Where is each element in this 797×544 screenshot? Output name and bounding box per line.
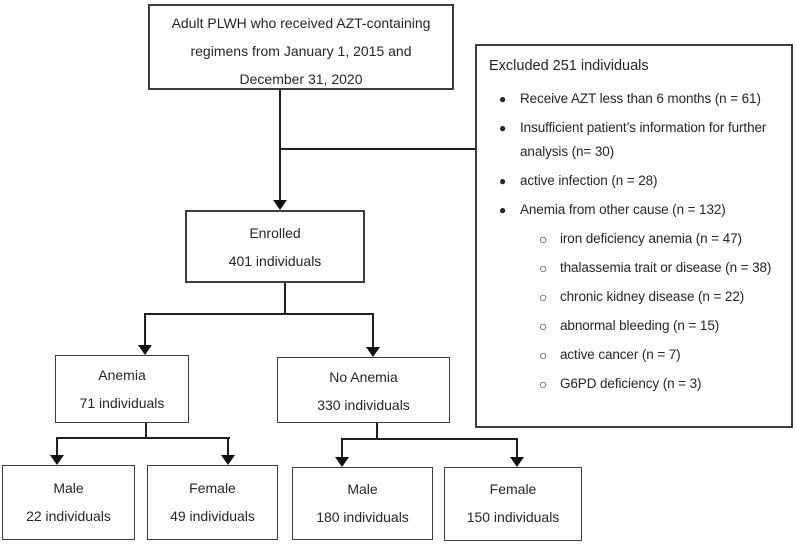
no-anemia-male-count: 180 individuals	[316, 509, 409, 525]
no-anemia-box: No Anemia 330 individuals	[277, 357, 450, 423]
connector-drop-anemia-female	[227, 438, 229, 456]
excluded-item-text: Anemia from other cause (n = 132)	[520, 202, 726, 217]
connector-enrolled-down	[284, 283, 286, 315]
excluded-subitem-text: G6PD deficiency (n = 3)	[560, 376, 702, 391]
no-anemia-female-label: Female	[489, 481, 537, 497]
excluded-subitem: ○ chronic kidney disease (n = 22)	[489, 285, 785, 309]
circle-bullet-icon: ○	[539, 231, 548, 247]
excluded-subitem-text: abnormal bleeding (n = 15)	[560, 318, 720, 333]
circle-bullet-icon: ○	[539, 260, 548, 276]
arrowhead-into-no-anemia-male-icon	[335, 457, 349, 467]
excluded-box: Excluded 251 individuals ● Receive AZT l…	[475, 44, 793, 428]
top-population-box: Adult PLWH who received AZT-containing r…	[148, 4, 454, 90]
top-box-line3: December 31, 2020	[239, 71, 363, 87]
anemia-female-box: Female 49 individuals	[147, 465, 278, 540]
excluded-subitem-text: thalassemia trait or disease (n = 38)	[560, 260, 772, 275]
no-anemia-male-box: Male 180 individuals	[292, 467, 433, 540]
no-anemia-count: 330 individuals	[317, 397, 410, 413]
no-anemia-label: No Anemia	[329, 369, 398, 385]
no-anemia-female-box: Female 150 individuals	[444, 467, 582, 541]
enrolled-label: Enrolled	[249, 225, 301, 241]
anemia-male-label: Male	[53, 480, 84, 496]
excluded-item-text: active infection (n = 28)	[520, 173, 658, 188]
excluded-subitem-text: iron deficiency anemia (n = 47)	[560, 231, 742, 246]
excluded-item: ● active infection (n = 28)	[489, 169, 785, 193]
anemia-male-count: 22 individuals	[26, 508, 111, 524]
arrowhead-into-no-anemia-icon	[366, 347, 380, 357]
connector-anemia-split	[56, 437, 230, 439]
connector-to-excluded	[279, 148, 475, 150]
connector-drop-no-anemia	[372, 314, 374, 348]
connector-anemia-down	[145, 423, 147, 439]
excluded-list: ● Receive AZT less than 6 months (n = 61…	[489, 87, 785, 396]
excluded-item: ● Receive AZT less than 6 months (n = 61…	[489, 87, 785, 111]
no-anemia-female-count: 150 individuals	[466, 509, 560, 525]
anemia-box: Anemia 71 individuals	[55, 355, 189, 423]
excluded-item: ● Insufficient patient’s information for…	[489, 116, 785, 164]
arrowhead-into-anemia-female-icon	[221, 455, 235, 465]
disc-bullet-icon: ●	[499, 121, 507, 135]
excluded-subitem: ○ iron deficiency anemia (n = 47)	[489, 227, 785, 251]
excluded-item-text: Insufficient patient’s information for f…	[520, 120, 767, 159]
connector-drop-no-anemia-female	[516, 439, 518, 458]
excluded-item-text: Receive AZT less than 6 months (n = 61)	[520, 91, 761, 106]
top-box-line2: regimens from January 1, 2015 and	[190, 43, 412, 59]
no-anemia-male-label: Male	[347, 481, 378, 497]
anemia-count: 71 individuals	[79, 395, 165, 411]
connector-drop-no-anemia-male	[341, 439, 343, 458]
top-box-line1: Adult PLWH who received AZT-containing	[171, 15, 431, 31]
excluded-subitem-text: chronic kidney disease (n = 22)	[560, 289, 745, 304]
enrolled-count: 401 individuals	[228, 253, 322, 269]
connector-drop-anemia	[144, 314, 146, 346]
excluded-subitem: ○ active cancer (n = 7)	[489, 343, 785, 367]
anemia-label: Anemia	[98, 367, 146, 383]
excluded-subitem: ○ abnormal bleeding (n = 15)	[489, 314, 785, 338]
arrowhead-into-no-anemia-female-icon	[510, 457, 524, 467]
excluded-subitem: ○ G6PD deficiency (n = 3)	[489, 372, 785, 396]
enrolled-box: Enrolled 401 individuals	[185, 210, 365, 283]
connector-enrolled-split	[144, 313, 374, 315]
excluded-subitem: ○ thalassemia trait or disease (n = 38)	[489, 256, 785, 280]
arrowhead-into-anemia-male-icon	[50, 455, 64, 465]
anemia-male-box: Male 22 individuals	[2, 465, 135, 540]
excluded-item: ● Anemia from other cause (n = 132)	[489, 198, 785, 222]
excluded-subitem-text: active cancer (n = 7)	[560, 347, 681, 362]
disc-bullet-icon: ●	[499, 92, 507, 106]
anemia-female-label: Female	[189, 480, 236, 496]
circle-bullet-icon: ○	[539, 347, 548, 363]
connector-topbox-to-enrolled	[279, 90, 281, 202]
connector-no-anemia-down	[376, 423, 378, 440]
excluded-title: Excluded 251 individuals	[489, 58, 649, 74]
circle-bullet-icon: ○	[539, 318, 548, 334]
connector-no-anemia-split	[341, 438, 518, 440]
disc-bullet-icon: ●	[499, 203, 507, 217]
arrowhead-into-anemia-icon	[138, 345, 152, 355]
arrowhead-into-enrolled-icon	[273, 200, 287, 210]
circle-bullet-icon: ○	[539, 376, 548, 392]
disc-bullet-icon: ●	[499, 174, 507, 188]
connector-drop-anemia-male	[56, 438, 58, 456]
circle-bullet-icon: ○	[539, 289, 548, 305]
anemia-female-count: 49 individuals	[170, 508, 255, 524]
